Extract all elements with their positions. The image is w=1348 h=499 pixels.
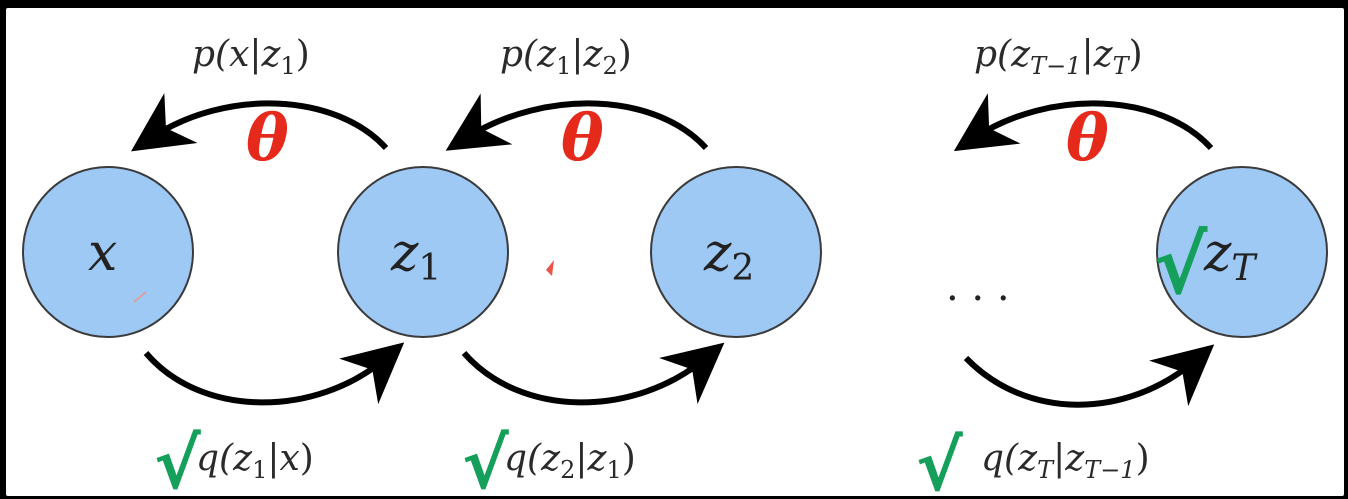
- reverse-label-3: p(zT−1|zT): [974, 34, 1143, 80]
- theta-2: θ: [561, 101, 604, 176]
- theta-3: θ: [1066, 101, 1109, 176]
- forward-arrow-1: [143, 342, 405, 406]
- reverse-label-1: p(x|z1): [192, 34, 310, 80]
- node-z2-label: z: [703, 223, 732, 283]
- svg-text:z1: z1: [390, 223, 441, 289]
- reverse-arrow-1: [131, 93, 389, 152]
- node-z1-label: z: [390, 223, 419, 283]
- svg-text:zT: zT: [1203, 223, 1258, 289]
- node-z2-sub: 2: [731, 248, 754, 289]
- forward-label-group-3: √ q(zT|zT−1): [916, 425, 1150, 496]
- check-icon-1: √: [154, 423, 201, 496]
- forward-label-1: q(z1|x): [196, 438, 314, 484]
- diffusion-chain-diagram: x z1 z2 zT √: [22, 34, 1328, 496]
- node-x: x: [22, 166, 194, 338]
- node-zT-sub: T: [1231, 248, 1258, 289]
- ellipsis: . . .: [946, 264, 1010, 310]
- reverse-label-2: p(z1|z2): [500, 34, 632, 80]
- node-x-label: x: [88, 223, 117, 283]
- forward-arrow-2: [461, 342, 725, 406]
- check-icon-3: √: [916, 425, 963, 496]
- node-z1: z1: [337, 166, 509, 338]
- node-zT-label: z: [1203, 223, 1232, 283]
- forward-label-2: q(z2|z1): [504, 438, 636, 484]
- check-icon-zT: √: [1154, 219, 1208, 312]
- forward-label-3: q(zT|zT−1): [981, 438, 1150, 484]
- node-z2: z2: [650, 166, 822, 338]
- forward-arrow-3: [963, 344, 1215, 408]
- svg-text:x: x: [88, 223, 117, 283]
- forward-label-group-1: √ q(z1|x): [154, 423, 314, 496]
- node-zT: zT √: [1154, 166, 1328, 338]
- diagram-canvas: x z1 z2 zT √: [6, 8, 1344, 496]
- cursor-mark-icon: [546, 260, 554, 276]
- node-z1-sub: 1: [418, 248, 441, 289]
- reverse-arrow-2: [445, 93, 709, 151]
- theta-1: θ: [246, 101, 289, 176]
- reverse-arrow-3: [953, 93, 1214, 152]
- check-icon-2: √: [462, 423, 509, 496]
- forward-label-group-2: √ q(z2|z1): [462, 423, 636, 496]
- cursor-trace-icon: [133, 291, 147, 303]
- svg-text:z2: z2: [703, 223, 754, 289]
